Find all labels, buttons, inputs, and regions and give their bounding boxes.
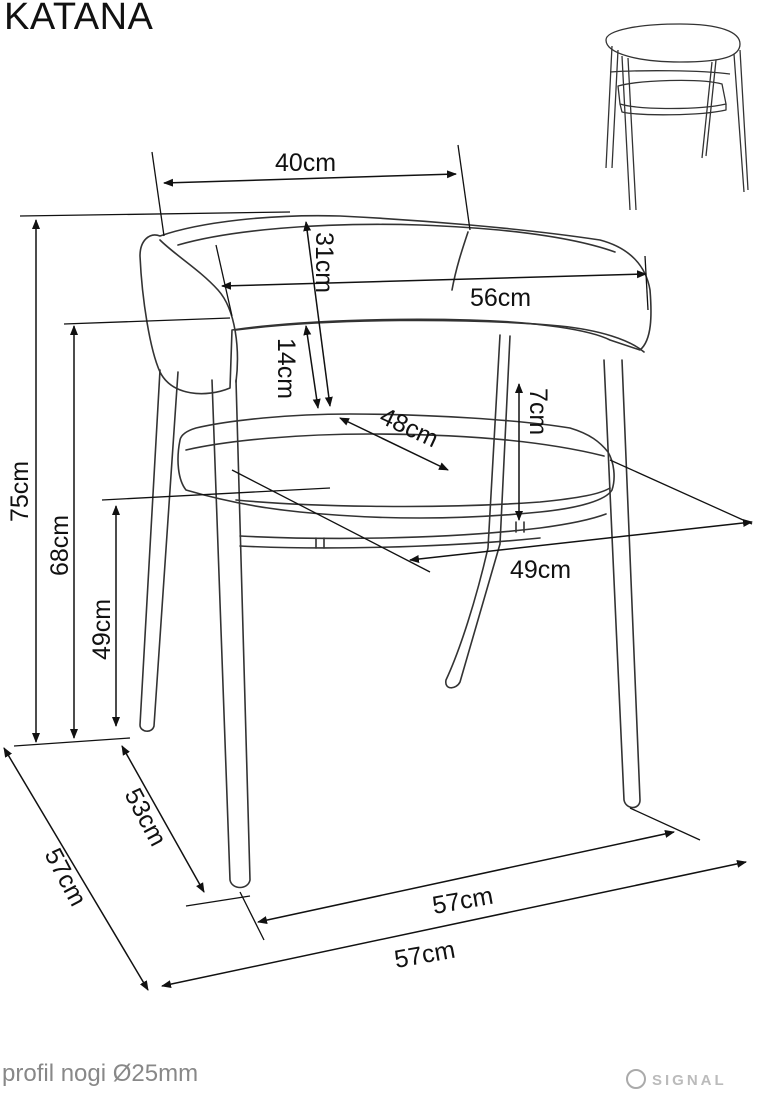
dim-label-top-width: 40cm [275, 149, 336, 177]
dim-label-total-width: 57cm [392, 936, 457, 974]
product-title: KATANA [4, 0, 154, 38]
brand-logo-text: SIGNAL [652, 1072, 727, 1089]
dim-label-arm-height: 68cm [46, 515, 74, 576]
dim-arrow-14cm [303, 325, 321, 409]
backrest-seam [451, 231, 469, 291]
dim-label-total-depth: 57cm [39, 844, 92, 911]
dim-label-inner-width: 56cm [470, 284, 531, 312]
dim-label-seat-height: 49cm [88, 599, 116, 660]
dim-arrow-49cm-width [409, 519, 753, 563]
dim-label-seat-width: 49cm [510, 556, 571, 584]
chair-outline [139, 214, 652, 889]
dim-arrow-57cm-depth [3, 747, 149, 991]
seat-cushion [177, 413, 615, 519]
chair-thumbnail [605, 23, 749, 211]
dim-label-total-height: 75cm [6, 461, 34, 522]
dimension-lines [13, 144, 753, 941]
dim-label-leg-width: 57cm [430, 882, 495, 920]
dim-arrow-48cm [339, 417, 449, 471]
backrest-top-edge [177, 223, 616, 253]
backrest-inner-edge [159, 239, 239, 383]
backrest [139, 214, 652, 395]
dim-arrow-57cm-total [161, 859, 747, 989]
leg-front-right [603, 359, 641, 809]
brand-logo: SIGNAL [626, 1069, 727, 1089]
dim-arrow-31cm [303, 221, 333, 407]
seat-bottom-edge [235, 487, 611, 508]
dim-label-armrest-height: 14cm [272, 338, 300, 399]
leg-back-right [445, 334, 511, 689]
dim-arrow-56cm [221, 270, 647, 290]
leg-front-left [211, 379, 251, 889]
dimension-arrows [3, 170, 753, 991]
leg-profile-note: profil nogi Ø25mm [2, 1060, 199, 1087]
dim-arrow-40cm [163, 170, 457, 187]
dim-label-back-height: 31cm [310, 232, 338, 293]
dim-label-leg-depth: 53cm [119, 784, 172, 851]
leg-back-left [139, 369, 179, 732]
seat-frame-rail-lower [239, 537, 541, 549]
dim-label-seat-depth: 48cm [375, 402, 442, 453]
dim-label-seat-thickness: 7cm [524, 388, 552, 435]
